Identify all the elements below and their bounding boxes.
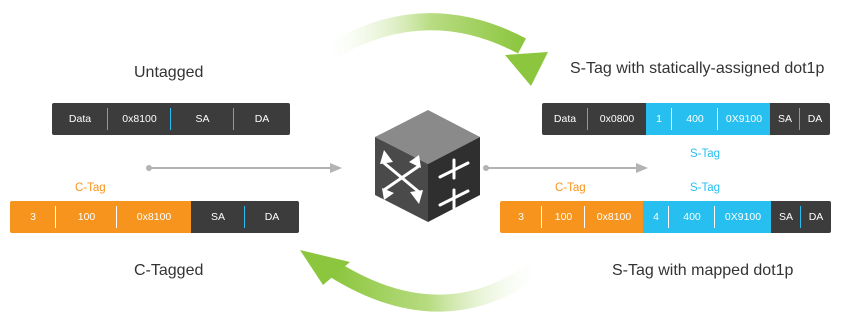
c-tag-field-pcp: 3 bbox=[500, 201, 542, 233]
s-tag-label-mapped: S-Tag bbox=[690, 182, 721, 194]
c-tagged-frame: 3 100 0x8100 SA DA bbox=[10, 201, 299, 233]
heading-s-tag-static: S-Tag with statically-assigned dot1p bbox=[570, 60, 825, 77]
c-tag-label-left: C-Tag bbox=[75, 182, 106, 194]
c-tag-field-pcp: 3 bbox=[10, 201, 56, 233]
s-tag-field-tpid: 0X9100 bbox=[715, 201, 771, 233]
s-tag-field-vlan: 400 bbox=[669, 201, 715, 233]
frame-field-sa: SA bbox=[191, 201, 245, 233]
curved-arrow-left-icon bbox=[300, 250, 551, 312]
s-tag-field-tpid: 0X9100 bbox=[718, 103, 770, 135]
connector-line-left bbox=[146, 163, 342, 173]
frame-field-da: DA bbox=[801, 201, 831, 233]
s-tag-mapped-frame: 3 100 0x8100 4 400 0X9100 SA DA bbox=[500, 201, 831, 233]
connector-line-right bbox=[483, 163, 648, 173]
s-tag-static-frame: Data 0x0800 1 400 0X9100 SA DA bbox=[542, 103, 830, 135]
heading-c-tagged: C-Tagged bbox=[134, 262, 204, 279]
s-tag-field-pcp: 4 bbox=[643, 201, 669, 233]
frame-field-ethertype: 0x0800 bbox=[588, 103, 646, 135]
s-tag-label-static: S-Tag bbox=[690, 148, 721, 160]
c-tag-field-vlan: 100 bbox=[542, 201, 585, 233]
frame-field-da: DA bbox=[245, 201, 299, 233]
c-tag-field-vlan: 100 bbox=[56, 201, 117, 233]
frame-field-sa: SA bbox=[771, 201, 801, 233]
untagged-frame: Data 0x8100 SA DA bbox=[52, 103, 290, 135]
heading-s-tag-mapped: S-Tag with mapped dot1p bbox=[612, 262, 794, 279]
frame-field-data: Data bbox=[542, 103, 588, 135]
frame-field-ethertype: 0x8100 bbox=[108, 103, 171, 135]
frame-field-da: DA bbox=[234, 103, 290, 135]
curved-arrow-right-icon bbox=[315, 13, 548, 86]
c-tag-field-tpid: 0x8100 bbox=[117, 201, 191, 233]
c-tag-label-right: C-Tag bbox=[555, 182, 586, 194]
s-tag-field-pcp: 1 bbox=[646, 103, 672, 135]
frame-field-da: DA bbox=[800, 103, 830, 135]
frame-field-data: Data bbox=[52, 103, 108, 135]
s-tag-field-vlan: 400 bbox=[672, 103, 718, 135]
network-switch-cube-icon bbox=[375, 110, 480, 222]
frame-field-sa: SA bbox=[171, 103, 234, 135]
heading-untagged: Untagged bbox=[134, 64, 204, 81]
frame-field-sa: SA bbox=[770, 103, 800, 135]
c-tag-field-tpid: 0x8100 bbox=[585, 201, 643, 233]
